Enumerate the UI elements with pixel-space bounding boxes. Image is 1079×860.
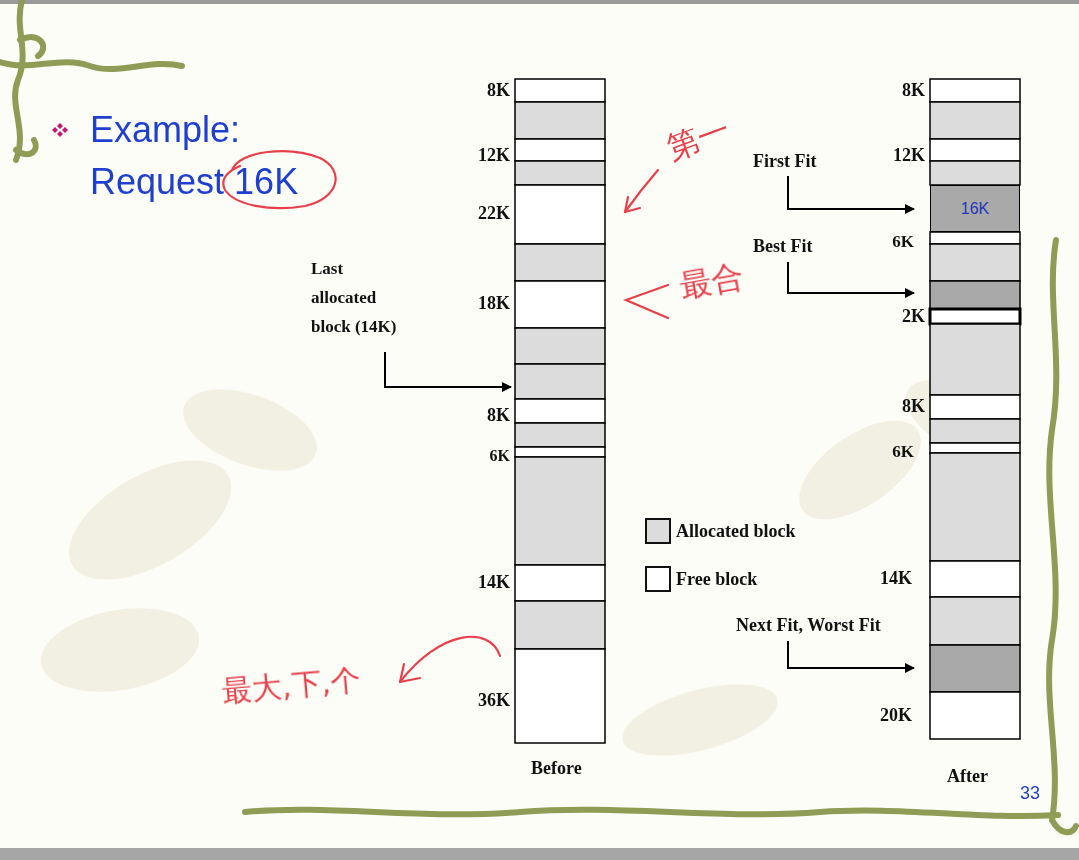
free-block (930, 79, 1020, 102)
size-label: 2K (902, 306, 925, 327)
leader-arrow (788, 641, 914, 668)
allocated-block (930, 102, 1020, 139)
legend-swatch (645, 518, 671, 544)
memory-columns (515, 79, 1020, 743)
size-label: 12K (893, 145, 925, 166)
free-block (515, 185, 605, 244)
allocated-block (930, 453, 1020, 561)
legend-swatch (645, 566, 671, 592)
free-block (930, 309, 1020, 324)
strategy-label: First Fit (753, 151, 816, 172)
allocated-block (930, 324, 1020, 395)
leader-arrow (788, 262, 914, 293)
handwritten-note: 最合 (677, 258, 746, 305)
free-block (930, 395, 1020, 419)
free-block (930, 443, 1020, 453)
free-block (515, 399, 605, 423)
size-label: 8K (902, 396, 925, 417)
size-label: 12K (478, 145, 510, 166)
leader-arrow (385, 352, 511, 387)
free-block (515, 139, 605, 161)
size-label: 14K (478, 572, 510, 593)
allocated-block (930, 161, 1020, 185)
allocated-block (515, 364, 605, 399)
allocated-block (515, 161, 605, 185)
free-block (930, 232, 1020, 244)
vine-border (0, 0, 1076, 832)
block-size: 16K (961, 200, 989, 218)
handwritten-note: 最大,下,个 (220, 663, 362, 709)
free-block (930, 692, 1020, 739)
bottom-bar (0, 848, 1079, 860)
allocated-block (930, 281, 1020, 309)
size-label: 6K (892, 232, 914, 252)
free-block (515, 79, 605, 102)
allocated-block: 16K (930, 185, 1020, 232)
strategy-label: Best Fit (753, 236, 812, 257)
column-caption: Before (531, 758, 582, 779)
size-label: 8K (487, 405, 510, 426)
allocated-block (930, 419, 1020, 443)
allocated-block (515, 601, 605, 649)
size-label: 18K (478, 293, 510, 314)
top-bar (0, 0, 1079, 4)
page-number: 33 (1020, 783, 1040, 804)
free-block (515, 281, 605, 328)
size-label: 6K (490, 447, 510, 465)
allocated-block (515, 457, 605, 565)
allocated-block (930, 244, 1020, 281)
slide-heading: Example: (90, 109, 240, 150)
size-label: 36K (478, 690, 510, 711)
free-block (930, 139, 1020, 161)
request-text: Request 16K (90, 161, 298, 202)
size-label: 8K (902, 80, 925, 101)
legend-text: Free block (676, 569, 757, 590)
leader-arrow (788, 176, 914, 209)
free-block (515, 649, 605, 743)
allocated-block (930, 645, 1020, 692)
handwritten-marks (223, 151, 668, 682)
free-block (515, 447, 605, 457)
legend-text: Allocated block (676, 521, 796, 542)
bullet-symbol (52, 123, 68, 137)
allocated-block (515, 244, 605, 281)
pointer-label: Last allocated block (14K) (311, 254, 411, 341)
allocated-block (515, 102, 605, 139)
column-caption: After (947, 766, 988, 787)
free-block (515, 565, 605, 601)
size-label: 20K (880, 705, 912, 726)
allocated-block (515, 423, 605, 447)
strategy-label: Next Fit, Worst Fit (736, 615, 881, 636)
free-block (930, 561, 1020, 597)
size-label: 6K (892, 442, 914, 462)
size-label: 14K (880, 568, 912, 589)
size-label: 8K (487, 80, 510, 101)
allocated-block (930, 597, 1020, 645)
allocated-block (515, 328, 605, 364)
leader-arrows (385, 176, 914, 668)
watermark-leaves (34, 364, 1027, 770)
handwritten-note: 第一 (662, 111, 735, 167)
size-label: 22K (478, 203, 510, 224)
